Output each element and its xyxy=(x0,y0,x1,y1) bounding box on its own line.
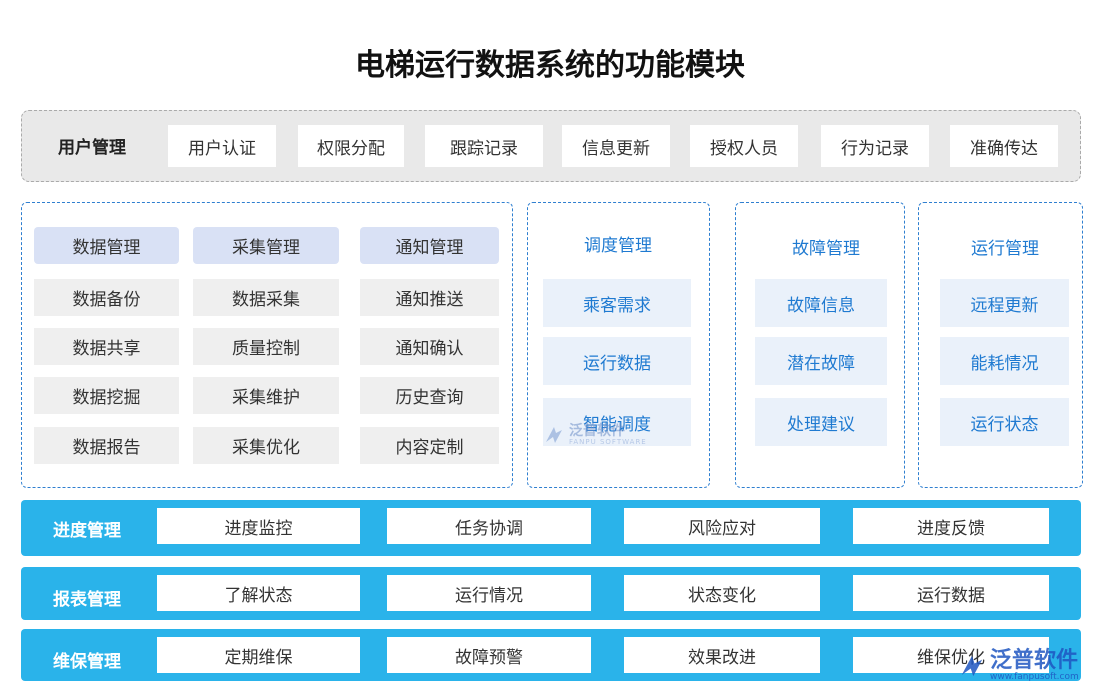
report-item: 运行数据 xyxy=(853,575,1049,611)
dispatch-management-header: 调度管理 xyxy=(584,236,652,256)
user-item: 行为记录 xyxy=(821,125,929,167)
user-management-label: 用户管理 xyxy=(58,138,126,158)
notification-item: 历史查询 xyxy=(360,377,499,414)
notification-item: 通知推送 xyxy=(360,279,499,316)
user-item: 权限分配 xyxy=(298,125,404,167)
watermark-brand: 泛普软件 xyxy=(569,423,625,439)
report-item: 了解状态 xyxy=(157,575,360,611)
dispatch-item: 运行数据 xyxy=(543,337,691,385)
dispatch-item: 智能调度 xyxy=(543,398,691,446)
notification-management-header: 通知管理 xyxy=(360,227,499,264)
report-item: 状态变化 xyxy=(624,575,820,611)
fanpu-logo-icon xyxy=(961,655,983,677)
maintenance-item: 维保优化 xyxy=(853,637,1049,673)
report-management-label: 报表管理 xyxy=(53,590,121,610)
user-item: 用户认证 xyxy=(168,125,276,167)
watermark-center: 泛普软件 FANPU SOFTWARE xyxy=(543,424,647,446)
fault-item: 处理建议 xyxy=(755,398,887,446)
operation-item: 运行状态 xyxy=(940,398,1069,446)
maintenance-management-label: 维保管理 xyxy=(53,652,121,672)
fault-management-header: 故障管理 xyxy=(792,239,860,259)
operation-management-header: 运行管理 xyxy=(971,239,1039,259)
maintenance-item: 定期维保 xyxy=(157,637,360,673)
progress-item: 任务协调 xyxy=(387,508,591,544)
operation-item: 远程更新 xyxy=(940,279,1069,327)
progress-item: 进度监控 xyxy=(157,508,360,544)
notification-item: 内容定制 xyxy=(360,427,499,464)
fault-item: 潜在故障 xyxy=(755,337,887,385)
watermark-sub: FANPU SOFTWARE xyxy=(569,438,647,446)
user-item: 授权人员 xyxy=(690,125,798,167)
user-management-band: 用户管理 用户认证 权限分配 跟踪记录 信息更新 授权人员 行为记录 准确传达 xyxy=(21,110,1081,182)
watermark-brand: 泛普软件 xyxy=(990,648,1079,673)
fault-item: 故障信息 xyxy=(755,279,887,327)
user-item: 信息更新 xyxy=(562,125,670,167)
progress-management-bar: 进度管理 进度监控 任务协调 风险应对 进度反馈 xyxy=(21,500,1081,556)
dispatch-item: 乘客需求 xyxy=(543,279,691,327)
data-management-header: 数据管理 xyxy=(34,227,179,264)
progress-management-label: 进度管理 xyxy=(53,521,121,541)
watermark-corner: 泛普软件 www.fanpusoft.com xyxy=(958,650,1079,682)
user-item: 准确传达 xyxy=(950,125,1058,167)
data-item: 数据报告 xyxy=(34,427,179,464)
collection-item: 采集维护 xyxy=(193,377,339,414)
user-item: 跟踪记录 xyxy=(425,125,543,167)
page-title: 电梯运行数据系统的功能模块 xyxy=(355,48,745,83)
operation-group-box: 运行管理 远程更新 能耗情况 运行状态 xyxy=(918,202,1083,488)
maintenance-item: 效果改进 xyxy=(624,637,820,673)
watermark-url: www.fanpusoft.com xyxy=(990,672,1079,682)
dispatch-group-box: 调度管理 乘客需求 运行数据 智能调度 xyxy=(527,202,710,488)
operation-item: 能耗情况 xyxy=(940,337,1069,385)
data-group-box: 数据管理 数据备份 数据共享 数据挖掘 数据报告 采集管理 数据采集 质量控制 … xyxy=(21,202,513,488)
collection-management-header: 采集管理 xyxy=(193,227,339,264)
maintenance-management-bar: 维保管理 定期维保 故障预警 效果改进 维保优化 xyxy=(21,629,1081,681)
data-item: 数据挖掘 xyxy=(34,377,179,414)
data-item: 数据备份 xyxy=(34,279,179,316)
maintenance-item: 故障预警 xyxy=(387,637,591,673)
progress-item: 进度反馈 xyxy=(853,508,1049,544)
report-item: 运行情况 xyxy=(387,575,591,611)
collection-item: 采集优化 xyxy=(193,427,339,464)
collection-item: 数据采集 xyxy=(193,279,339,316)
data-item: 数据共享 xyxy=(34,328,179,365)
collection-item: 质量控制 xyxy=(193,328,339,365)
fault-group-box: 故障管理 故障信息 潜在故障 处理建议 xyxy=(735,202,905,488)
fanpu-logo-icon xyxy=(546,427,562,443)
notification-item: 通知确认 xyxy=(360,328,499,365)
report-management-bar: 报表管理 了解状态 运行情况 状态变化 运行数据 xyxy=(21,567,1081,620)
progress-item: 风险应对 xyxy=(624,508,820,544)
